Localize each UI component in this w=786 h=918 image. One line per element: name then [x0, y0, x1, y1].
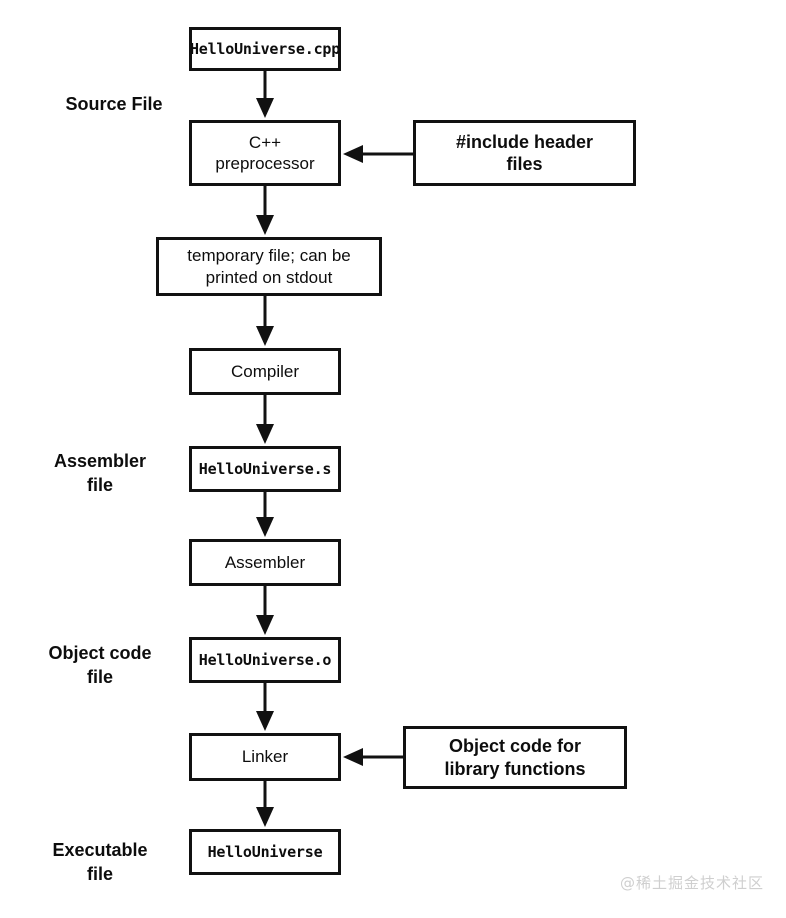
node-label-executable: HelloUniverse [207, 842, 323, 861]
node-label-compiler: Compiler [230, 361, 300, 381]
node-object-file: HelloUniverse.o [189, 637, 341, 683]
node-label-source-cpp: HelloUniverse.cpp [189, 39, 341, 58]
node-linker: Linker [189, 733, 341, 781]
node-preprocessor: C++preprocessor [189, 120, 341, 186]
arrow-objfile-to-linker [256, 683, 274, 731]
node-source-cpp: HelloUniverse.cpp [189, 27, 341, 71]
node-label-linker: Linker [241, 747, 289, 767]
node-label-preprocessor: C++preprocessor [215, 132, 315, 173]
arrow-asmfile-to-assembler [256, 492, 274, 537]
arrow-temp-to-compiler [256, 296, 274, 346]
stage-label-source-file: Source File [65, 94, 163, 114]
arrow-assembler-to-objfile [256, 586, 274, 635]
arrow-library-to-linker [343, 748, 403, 766]
arrow-source-to-preprocessor [256, 71, 274, 118]
node-assembly-file: HelloUniverse.s [189, 446, 341, 492]
node-compiler: Compiler [189, 348, 341, 395]
node-executable: HelloUniverse [189, 829, 341, 875]
node-assembler: Assembler [189, 539, 341, 586]
arrow-compiler-to-asmfile [256, 395, 274, 444]
node-label-assembly-file: HelloUniverse.s [198, 459, 332, 478]
watermark: @稀土掘金技术社区 [620, 874, 765, 892]
arrow-preprocessor-to-temp [256, 186, 274, 235]
arrow-linker-to-executable [256, 781, 274, 827]
node-label-object-file: HelloUniverse.o [198, 650, 332, 669]
arrow-headers-to-preprocessor [343, 145, 413, 163]
node-label-assembler: Assembler [224, 552, 306, 572]
